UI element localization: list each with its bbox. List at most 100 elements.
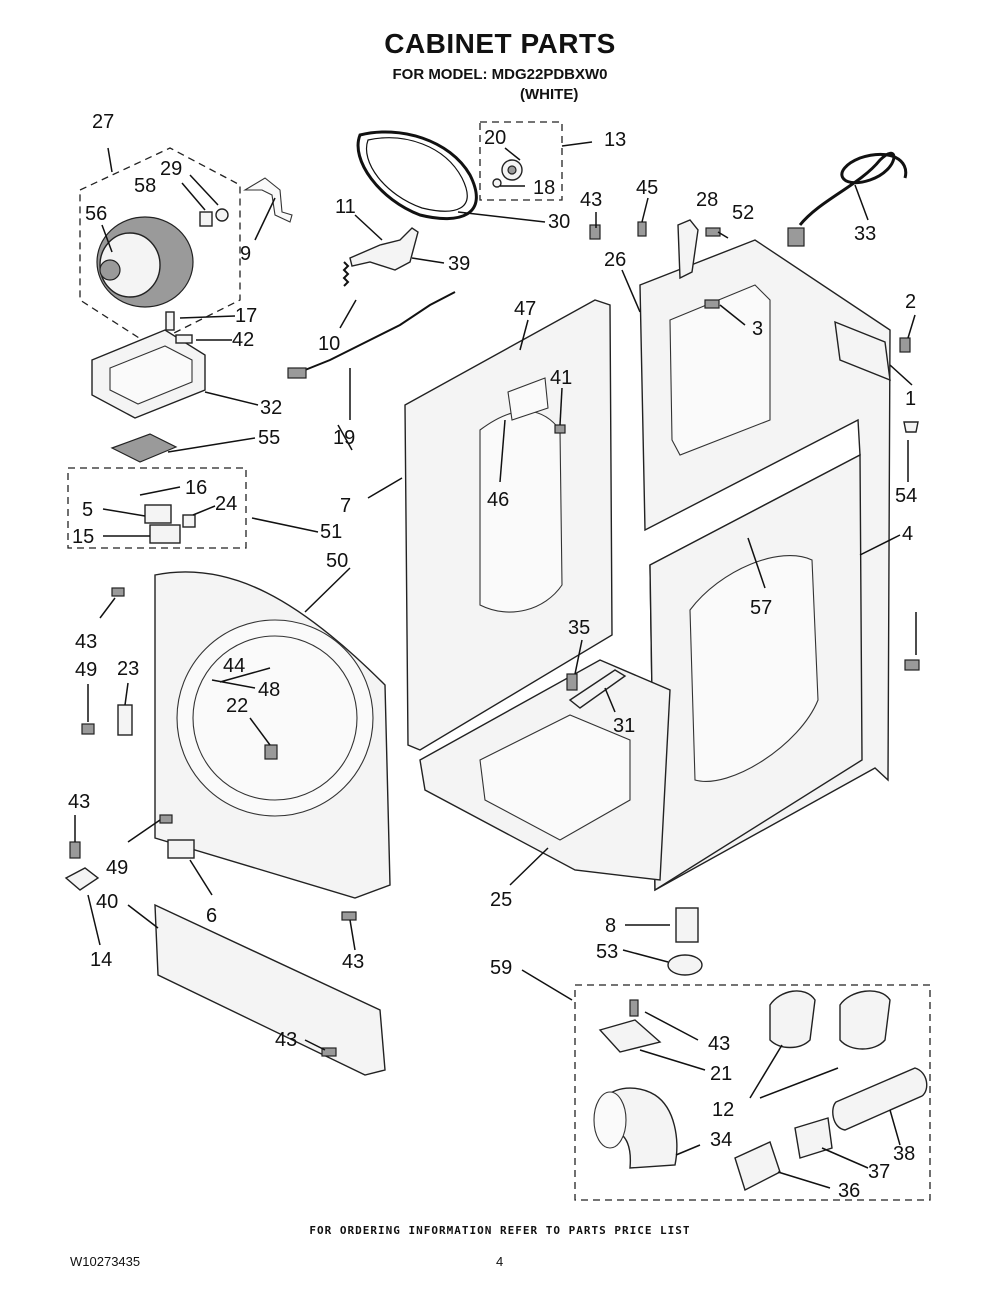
hinge-6: [167, 839, 195, 859]
leader-44: [219, 667, 271, 683]
callout-49-left: 49: [75, 659, 97, 681]
leader-56: [101, 224, 113, 253]
leader-43-kick: [304, 1039, 326, 1051]
spring-10: [342, 261, 350, 287]
callout-36: 36: [838, 1180, 860, 1202]
leader-12a: [749, 1044, 783, 1099]
screw-45: [637, 221, 647, 237]
page-number: 4: [496, 1254, 504, 1269]
leader-3: [719, 304, 746, 326]
screw-49-left: [81, 723, 95, 735]
callout-7: 7: [340, 495, 351, 517]
leader-19-top: [337, 424, 353, 451]
callout-43-front: 43: [342, 951, 364, 973]
leader-46: [499, 419, 506, 483]
rear-panel-plate: [507, 377, 549, 421]
leader-52: [717, 231, 729, 239]
cabinet-bracket-28-top: [677, 219, 699, 280]
drive-belt-inner: [366, 137, 468, 212]
leader-16: [139, 486, 181, 496]
callout-37: 37: [868, 1161, 890, 1183]
callout-24: 24: [215, 493, 237, 515]
leader-13: [561, 141, 593, 147]
screw-43-kit: [629, 999, 639, 1017]
front-panel-door-ring: [192, 635, 358, 801]
callout-1: 1: [905, 388, 916, 410]
leader-33: [854, 184, 869, 221]
leader-23: [124, 682, 129, 706]
leader-6: [189, 859, 213, 896]
ordering-note: FOR ORDERING INFORMATION REFER TO PARTS …: [309, 1224, 691, 1237]
screw-35: [566, 673, 578, 691]
callout-28: 28: [696, 189, 718, 211]
idler-arm-bracket: [349, 227, 419, 271]
leader-59: [521, 969, 573, 1001]
leader-53: [622, 949, 669, 963]
leader-43-left: [99, 597, 116, 619]
screw-43-left: [111, 587, 125, 597]
callout-13: 13: [604, 129, 626, 151]
drive-motor-housing: [99, 232, 161, 298]
door-catch-23: [117, 704, 133, 736]
leader-49-lower: [127, 819, 161, 843]
leader-30: [457, 211, 546, 223]
callout-29: 29: [160, 158, 182, 180]
callout-14: 14: [90, 949, 112, 971]
callout-54: 54: [895, 485, 917, 507]
callout-35: 35: [568, 617, 590, 639]
leader-36: [777, 1171, 831, 1189]
screw-43-front: [341, 911, 357, 921]
idler-washer: [492, 178, 502, 188]
base-heater-channel: [479, 714, 631, 841]
callout-25: 25: [490, 889, 512, 911]
document-number: W10273435: [70, 1254, 141, 1269]
callout-43-kit: 43: [708, 1033, 730, 1055]
leader-45: [641, 197, 649, 223]
screw-43-top: [589, 224, 601, 240]
color-line: (WHITE): [520, 86, 579, 103]
leader-40: [127, 904, 159, 929]
leader-27: [107, 147, 113, 173]
door-switch: [144, 504, 172, 524]
door-strike-22: [264, 744, 278, 760]
callout-49-lower: 49: [106, 857, 128, 879]
leveling-leg: [675, 907, 699, 943]
callout-41: 41: [550, 367, 572, 389]
callout-21: 21: [710, 1063, 732, 1085]
callout-43-lower-left: 43: [68, 791, 90, 813]
model-line: FOR MODEL: MDG22PDBXW0: [392, 66, 608, 83]
grommet-54: [903, 421, 919, 433]
vent-clamp-36: [734, 1141, 781, 1192]
leader-21: [639, 1049, 706, 1071]
callout-48: 48: [258, 679, 280, 701]
screw-49-lower: [159, 814, 173, 824]
callout-10: 10: [318, 333, 340, 355]
leader-1: [889, 364, 913, 386]
leader-26: [621, 269, 641, 313]
base-bracket: [568, 669, 627, 709]
toe-kick-panel: [154, 903, 386, 1076]
motor-clamp: [243, 177, 293, 223]
exhaust-kit-group-box: [574, 984, 931, 1201]
callout-16: 16: [185, 477, 207, 499]
leader-57: [747, 537, 766, 589]
callout-5: 5: [82, 499, 93, 521]
callout-34: 34: [710, 1129, 732, 1151]
rear-panel-opening: [479, 410, 563, 613]
leader-7: [367, 477, 403, 499]
callout-40: 40: [96, 891, 118, 913]
screw-2: [899, 337, 911, 353]
callout-18: 18: [533, 177, 555, 199]
callout-2: 2: [905, 291, 916, 313]
callout-50: 50: [326, 550, 348, 572]
leader-10: [339, 299, 357, 329]
insulation-pad: [110, 433, 178, 463]
callout-56: 56: [85, 203, 107, 225]
callout-22: 22: [226, 695, 248, 717]
motor-clamp-washer: [215, 208, 229, 222]
callout-23: 23: [117, 658, 139, 680]
leader-9: [254, 197, 276, 241]
callout-58: 58: [134, 175, 156, 197]
access-cover: [834, 320, 891, 382]
